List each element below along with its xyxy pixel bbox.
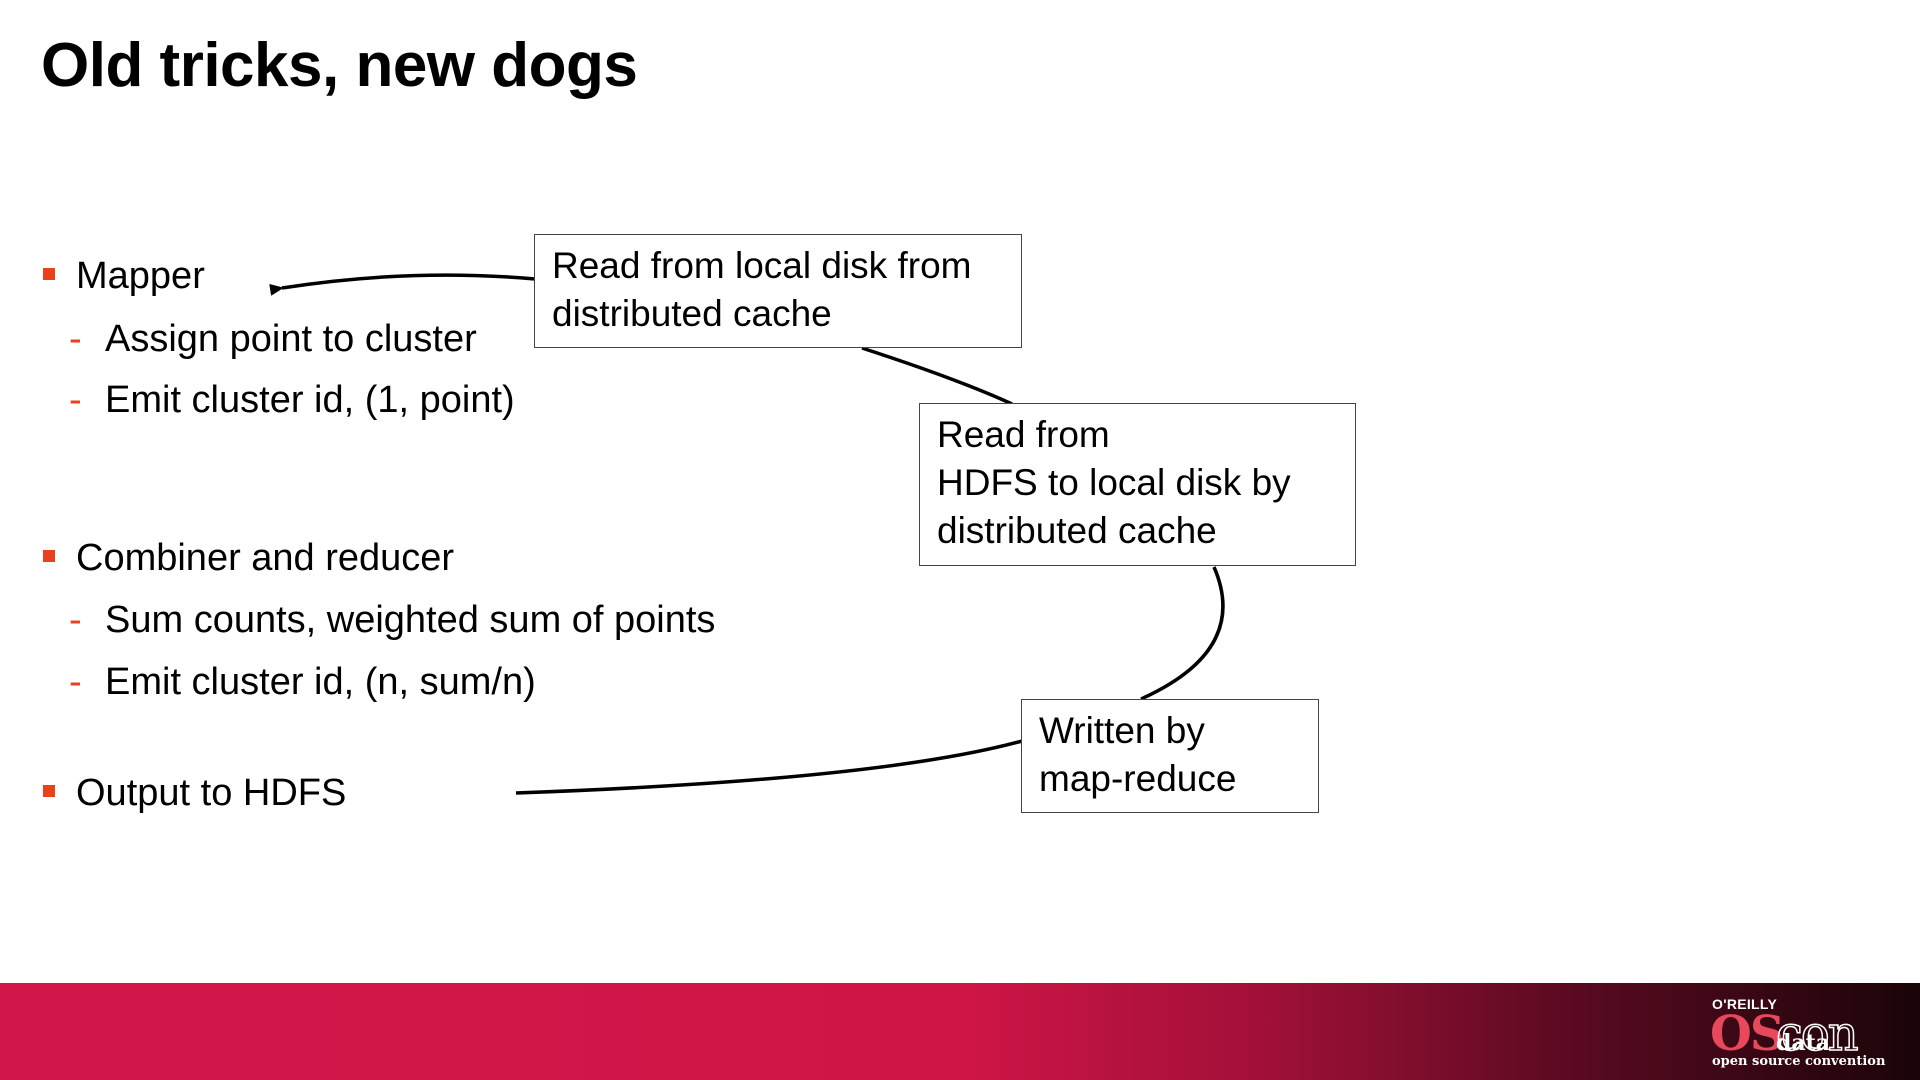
dash-icon: -	[69, 661, 82, 703]
bullet-mapper: Mapper	[43, 257, 205, 295]
callout-local-disk: Read from local disk from distributed ca…	[534, 234, 1022, 348]
bullet-square-icon	[43, 268, 55, 280]
bullet-square-icon	[43, 550, 55, 562]
connector-written-to-output	[515, 739, 1023, 795]
slide-title: Old tricks, new dogs	[41, 31, 638, 100]
arrow-to-mapper	[269, 273, 536, 296]
sub-bullet: - Emit cluster id, (n, sum/n)	[69, 661, 536, 703]
sub-bullet: - Assign point to cluster	[69, 318, 477, 360]
callout-written: Written by map-reduce	[1021, 699, 1319, 813]
sub-bullet: - Emit cluster id, (1, point)	[69, 379, 515, 421]
bullet-combiner: Combiner and reducer	[43, 539, 454, 577]
sub-bullet: - Sum counts, weighted sum of points	[69, 599, 716, 641]
dash-icon: -	[69, 318, 82, 360]
callout-hdfs-local: Read from HDFS to local disk by distribu…	[919, 403, 1356, 566]
bullet-output: Output to HDFS	[43, 774, 346, 812]
connector-cache-to-hdfs	[861, 346, 1013, 406]
connector-hdfs-to-written	[1140, 566, 1225, 701]
dash-icon: -	[69, 379, 82, 421]
oscon-logo: O'REILLY OS con data open source convent…	[1710, 996, 1886, 1069]
footer-bar	[0, 983, 1920, 1080]
dash-icon: -	[69, 599, 82, 641]
bullet-square-icon	[43, 785, 55, 797]
